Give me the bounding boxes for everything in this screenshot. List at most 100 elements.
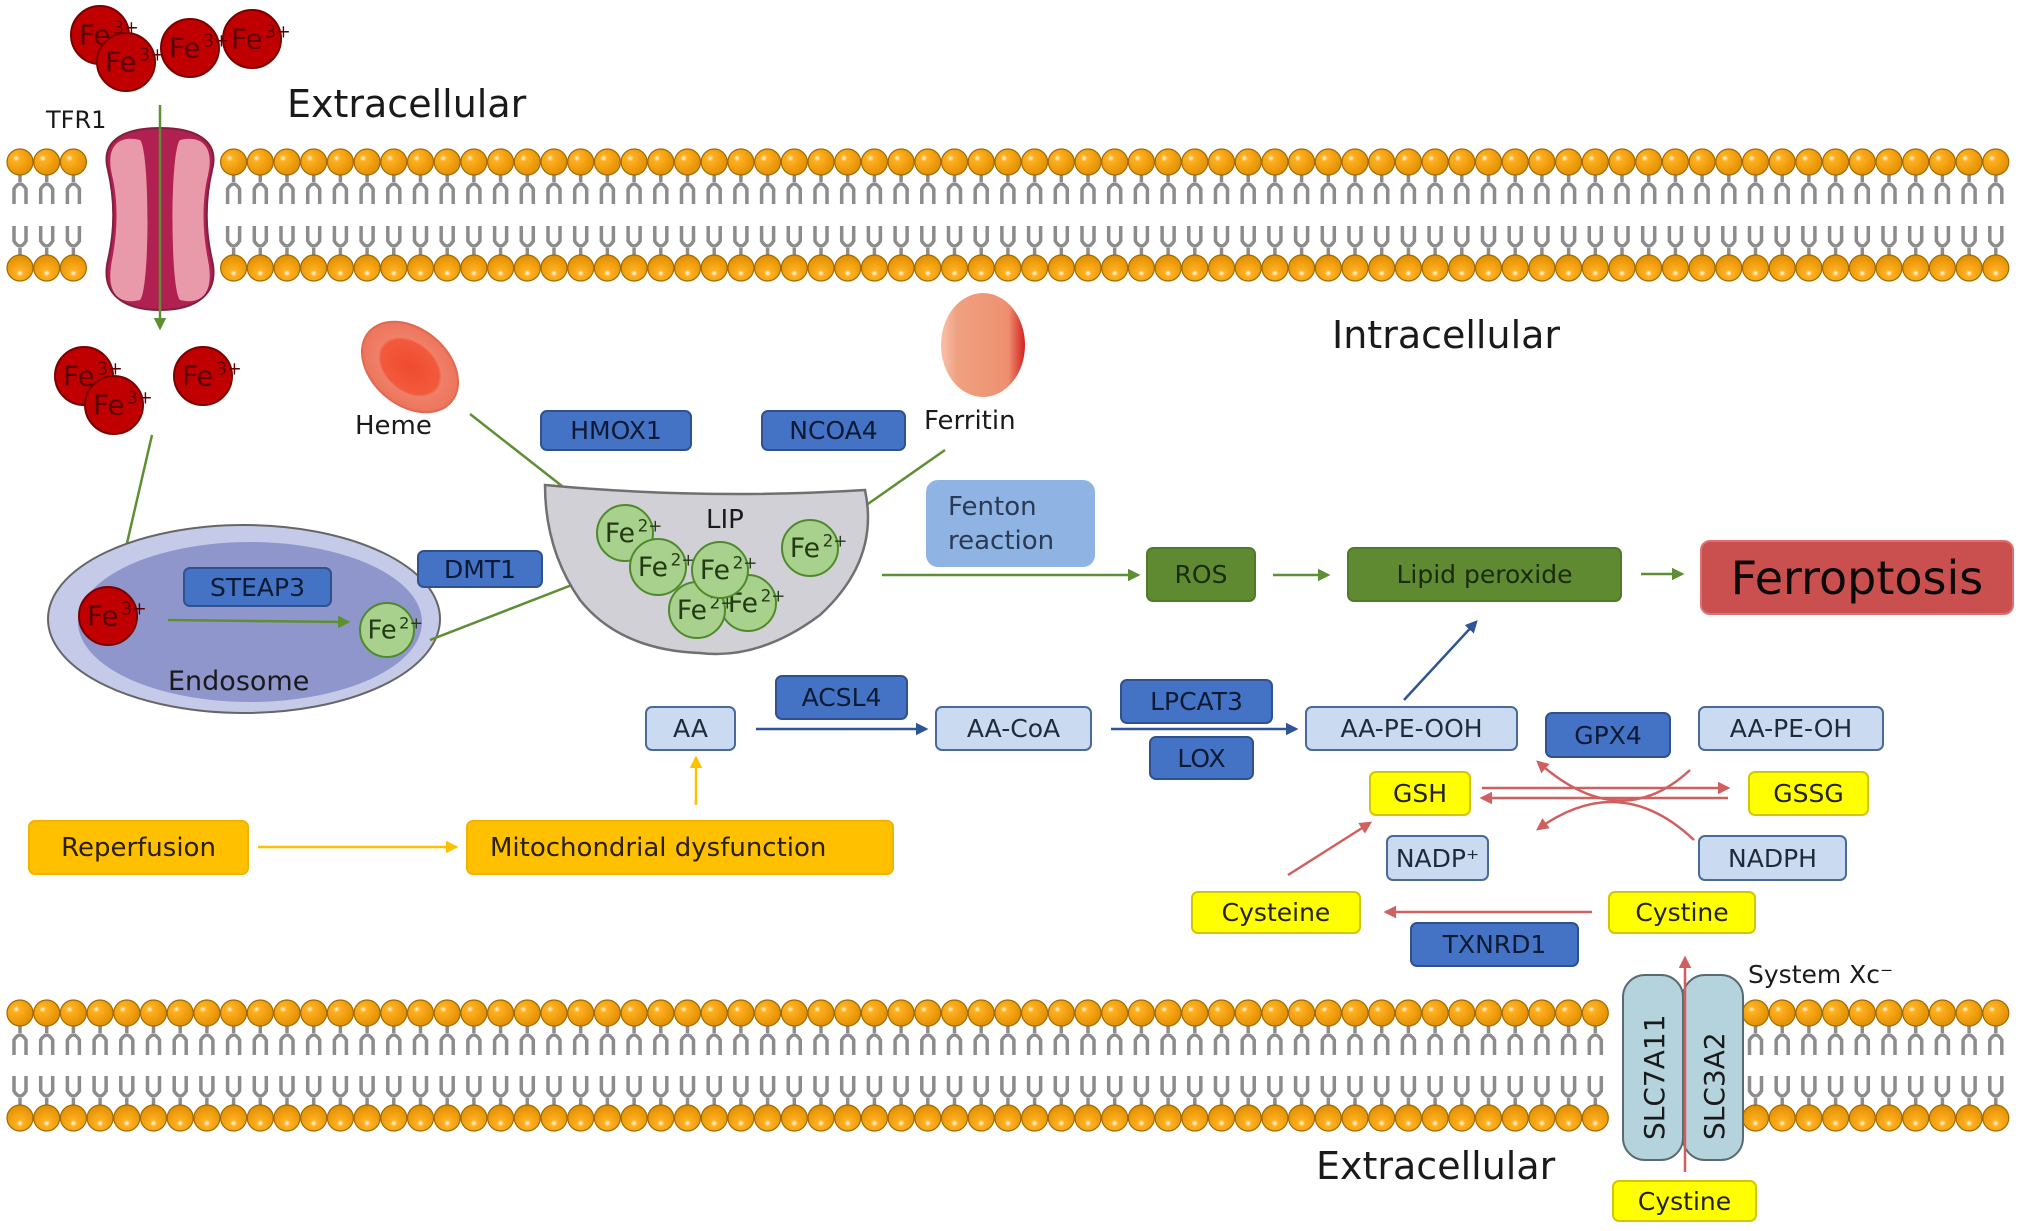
lipid-head (647, 148, 675, 176)
lipid-head (1020, 999, 1049, 1027)
lipid-head (567, 999, 595, 1027)
lipid-head (1261, 999, 1289, 1027)
lipid-tail (1640, 174, 1657, 256)
lipid-head (1795, 254, 1823, 282)
lipid-tail (38, 1025, 55, 1106)
lipid-tail (1907, 1025, 1924, 1106)
lipid-head (914, 254, 942, 282)
lipid-tail (759, 1025, 776, 1106)
gssg-box: GSSG (1748, 771, 1869, 816)
lipid-head (540, 254, 568, 282)
lipid-head (113, 1104, 141, 1132)
lipid-head (780, 1104, 808, 1132)
svg-text:Fe: Fe (638, 552, 668, 583)
lipid-head (967, 148, 995, 176)
lipid-head (1955, 1104, 1983, 1132)
lipid-tail (1213, 174, 1230, 256)
lipid-head (1982, 1104, 2010, 1132)
lipid-head (1955, 148, 1983, 176)
lipid-head (1848, 999, 1876, 1027)
lipid-tail (866, 1025, 883, 1106)
lipid-head (620, 999, 648, 1027)
slc7a11-label: SLC7A11 (1638, 1014, 1671, 1140)
lipid-tail (172, 1025, 188, 1106)
lipid-head (433, 1104, 461, 1132)
lipid-tail (1053, 174, 1070, 256)
lipid-head (1554, 148, 1583, 176)
lipid-head (1982, 999, 2010, 1027)
lipid-head (246, 148, 274, 176)
lipid-tail (839, 1025, 856, 1106)
lipid-head (593, 999, 622, 1027)
lipid-head (567, 254, 595, 282)
lipid-tail (1534, 1025, 1550, 1106)
lipid-head (246, 254, 274, 282)
lipid-tail (1026, 1025, 1043, 1106)
lipid-head (1314, 999, 1342, 1027)
lipid-tail (92, 1025, 108, 1106)
lipid-head (1902, 999, 1930, 1027)
lipid-head (1154, 148, 1182, 176)
lipid-head (914, 999, 942, 1027)
lipid-tail (1080, 1025, 1096, 1106)
lipid-tail (1373, 1025, 1390, 1106)
lipid-head (1474, 148, 1503, 176)
fenton-line-1: Fenton (948, 491, 1037, 522)
lipid-tail (1133, 174, 1150, 256)
lipid-tail (1534, 174, 1550, 256)
lipid-head (914, 148, 942, 176)
lipid-head (1635, 254, 1663, 282)
lipid-tail (65, 1025, 82, 1106)
lipid-head (1528, 148, 1556, 176)
lipid-head (1421, 1104, 1449, 1132)
lipid-tail (1587, 174, 1604, 256)
lipid-head (834, 254, 862, 282)
lipid-head (1635, 148, 1663, 176)
lipid-tail (225, 174, 242, 256)
lipid-tail (412, 1025, 429, 1106)
lipid-head (326, 999, 354, 1027)
lipid-head (1875, 254, 1903, 282)
lipid-head (33, 999, 61, 1027)
extracellular-bottom-label: Extracellular (1316, 1144, 1556, 1188)
lipid-head (1368, 1104, 1396, 1132)
lipid-head (1741, 254, 1770, 282)
lipid-tail (653, 1025, 669, 1106)
lipid-head (1448, 254, 1476, 282)
lipid-head (86, 999, 114, 1027)
lipid-head (780, 999, 808, 1027)
lipid-head (1207, 1104, 1236, 1132)
lipid-head (1101, 254, 1129, 282)
lipid-head (1341, 148, 1369, 176)
lipid-tail (1026, 174, 1043, 256)
lipid-tail (653, 174, 669, 256)
lipid-head (1581, 148, 1609, 176)
heme-label: Heme (355, 411, 432, 441)
lipid-tail (1774, 1025, 1790, 1106)
lipid-head (1127, 999, 1156, 1027)
lipid-head (380, 148, 408, 176)
svg-text:Fe: Fe (182, 360, 213, 392)
lipid-tail (1667, 174, 1684, 256)
lipid-tail (1160, 174, 1176, 256)
lip-label: LIP (706, 505, 744, 535)
lipid-head (807, 254, 835, 282)
lipid-head (1047, 999, 1075, 1027)
lipid-head (887, 1104, 915, 1132)
lipid-head (1741, 148, 1770, 176)
svg-text:Fe: Fe (605, 518, 635, 549)
svg-text:Fe: Fe (677, 595, 707, 626)
lipid-head (1501, 1104, 1529, 1132)
lipid-tail (1480, 174, 1497, 256)
svg-text:Fe: Fe (368, 616, 397, 646)
lipid-peroxide-box: Lipid peroxide (1347, 547, 1622, 602)
lipid-tail (359, 1025, 375, 1106)
lipid-head (593, 148, 622, 176)
lipid-head (1020, 148, 1049, 176)
lipid-head (1047, 1104, 1075, 1132)
lipid-tail (1080, 174, 1096, 256)
lipid-head (1848, 1104, 1876, 1132)
lipid-head (1848, 254, 1876, 282)
lipid-head (406, 148, 435, 176)
